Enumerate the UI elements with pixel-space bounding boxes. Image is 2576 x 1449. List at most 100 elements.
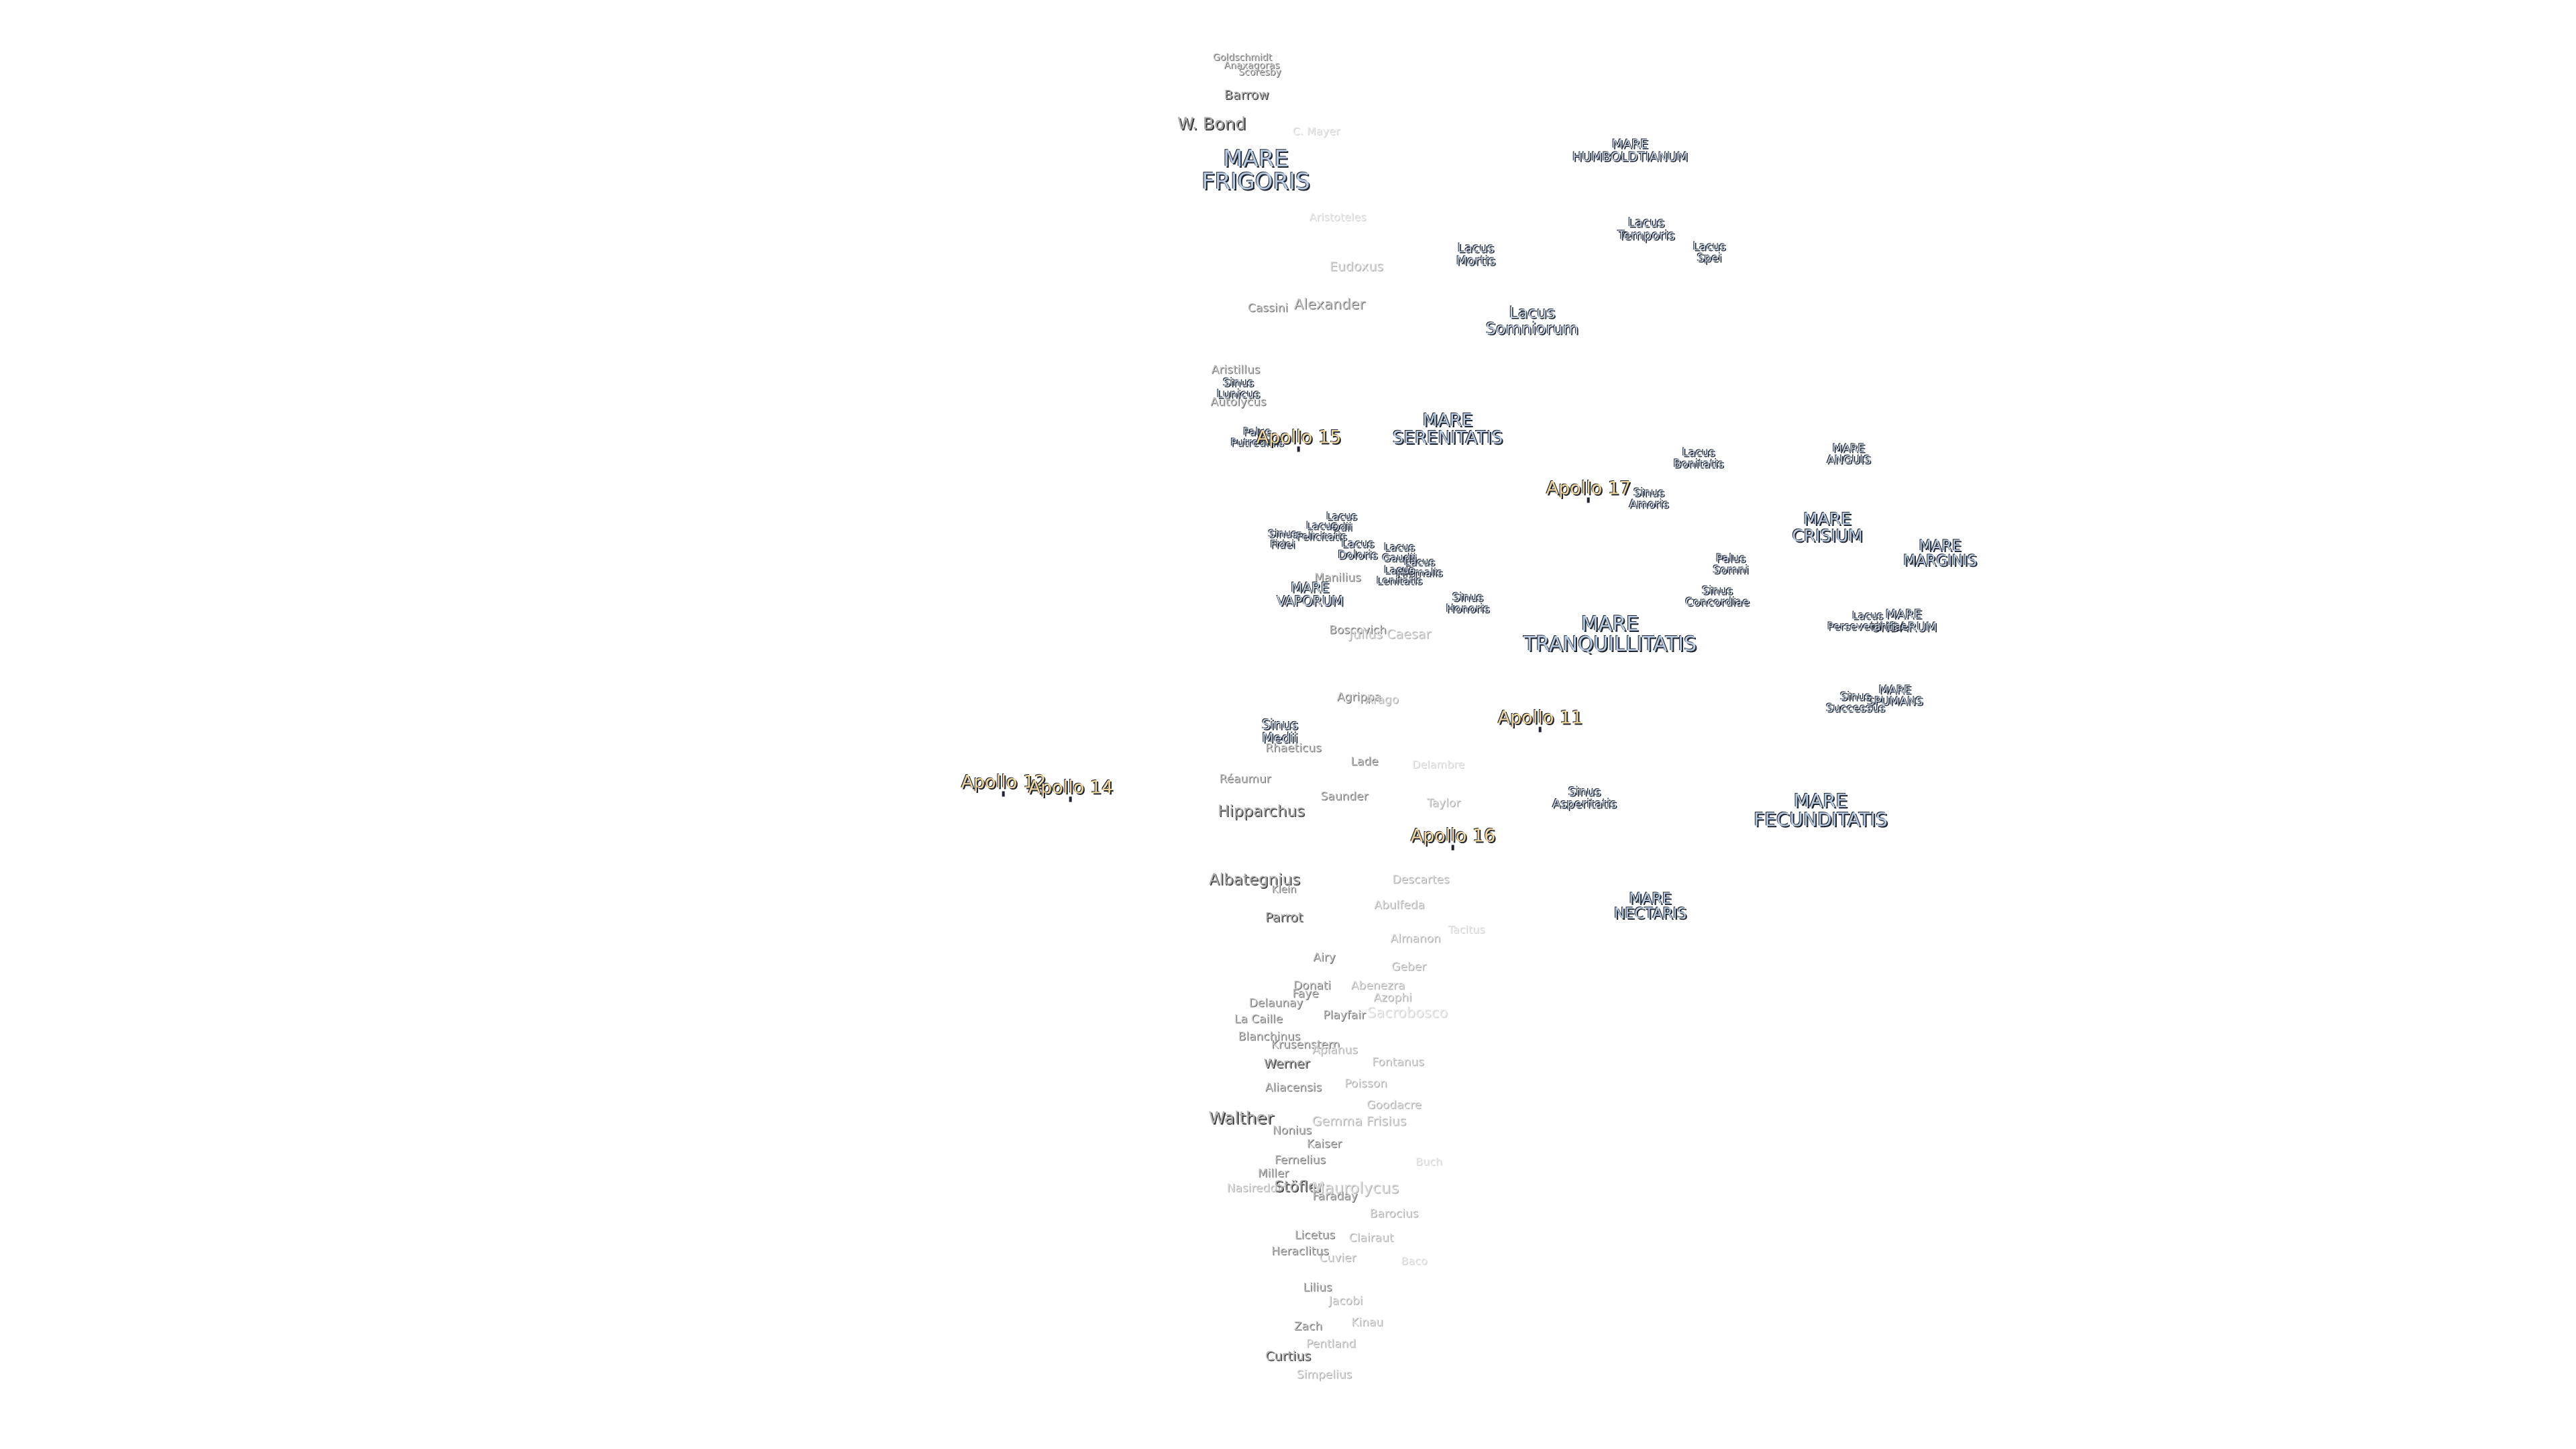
crater-label: Buch <box>1415 1155 1443 1168</box>
crater-label: Lade <box>1350 755 1379 769</box>
crater-label: Poisson <box>1344 1077 1387 1091</box>
apollo-landing-site[interactable]: Apollo 12 <box>961 773 1046 797</box>
crater-label: Werner <box>1263 1056 1310 1071</box>
crater-label: Rhaeticus <box>1265 741 1322 755</box>
apollo-landing-site[interactable]: Apollo 17 <box>1546 480 1631 503</box>
crater-label: Kinau <box>1351 1316 1383 1330</box>
crater-label: Nasireddin <box>1226 1181 1288 1195</box>
landing-pin-icon <box>1587 497 1590 503</box>
landing-pin-icon <box>1539 727 1542 733</box>
crater-label: La Caille <box>1234 1012 1283 1026</box>
crater-label: C. Mayer <box>1292 125 1340 138</box>
landing-pin-icon <box>1069 796 1072 802</box>
landing-pin-icon <box>1002 791 1005 797</box>
crater-label: Albategnius <box>1208 871 1301 889</box>
crater-label: Azophi <box>1373 991 1412 1005</box>
apollo-landing-site[interactable]: Apollo 11 <box>1498 709 1582 733</box>
landing-pin-icon <box>1452 845 1454 851</box>
crater-label: Taylor <box>1426 796 1461 810</box>
crater-label: Goldschmidt <box>1213 52 1272 63</box>
crater-label: Airy <box>1313 951 1336 965</box>
crater-label: Jacobi <box>1328 1294 1363 1308</box>
crater-label: Stöfler <box>1274 1179 1324 1195</box>
crater-label: Lilius <box>1303 1281 1332 1295</box>
crater-label: Zach <box>1293 1320 1323 1334</box>
crater-label: Baco <box>1401 1254 1428 1267</box>
crater-label: Nonius <box>1272 1124 1312 1138</box>
crater-label: Simpelius <box>1296 1368 1352 1382</box>
crater-label: Barrow <box>1224 87 1269 103</box>
crater-label: Curtius <box>1265 1348 1311 1364</box>
apollo-landing-site[interactable]: Apollo 14 <box>1028 779 1113 802</box>
crater-label: Cassini <box>1247 301 1289 315</box>
crater-label: Tacitus <box>1448 923 1485 936</box>
crater-label: Autolycus <box>1210 395 1267 409</box>
crater-label: Pentland <box>1305 1337 1356 1351</box>
crater-label: Kaiser <box>1306 1137 1342 1151</box>
crater-label: Abenezra <box>1350 979 1405 993</box>
crater-label: Clairaut <box>1348 1231 1394 1245</box>
crater-label: Barocius <box>1369 1207 1419 1221</box>
crater-label: Miller <box>1257 1167 1289 1181</box>
apollo-landing-site[interactable]: Apollo 15 <box>1256 429 1341 452</box>
crater-label: Boscovich <box>1329 623 1387 637</box>
crater-label: Almanon <box>1390 932 1441 946</box>
crater-label: Alexander <box>1293 296 1366 313</box>
crater-label: Heraclitus <box>1271 1244 1329 1258</box>
apollo-landing-site[interactable]: Apollo 16 <box>1411 827 1495 851</box>
crater-label: Anaxagoras <box>1224 60 1280 71</box>
crater-label: Apianus <box>1312 1043 1358 1057</box>
crater-label: Geber <box>1391 960 1426 974</box>
crater-label: Aristoteles <box>1309 211 1366 223</box>
crater-label: Maurolycus <box>1311 1179 1399 1197</box>
crater-label: W. Bond <box>1177 113 1246 133</box>
crater-label: Donati <box>1293 979 1332 993</box>
crater-label: Gemma Frisius <box>1311 1114 1407 1129</box>
crater-label: Blanchinus <box>1238 1030 1301 1044</box>
crater-label: Sacrobosco <box>1366 1004 1448 1021</box>
crater-label: Walther <box>1208 1108 1274 1128</box>
crater-label: Parrot <box>1265 910 1303 925</box>
crater-label: Delambre <box>1411 758 1465 771</box>
crater-label: Krusenstern <box>1271 1038 1340 1052</box>
crater-label: Scoresby <box>1238 67 1281 78</box>
crater-label: Faye <box>1292 987 1319 1001</box>
crater-label: Manilius <box>1314 571 1361 585</box>
crater-label: Arago <box>1364 693 1399 707</box>
crater-label: Goodacre <box>1366 1098 1421 1112</box>
crater-label: Playfair <box>1323 1008 1366 1022</box>
crater-label: Julius Caesar <box>1348 627 1432 642</box>
crater-label: Delaunay <box>1248 996 1303 1010</box>
crater-label: Descartes <box>1392 873 1450 887</box>
crater-label: Faraday <box>1312 1189 1358 1203</box>
crater-label: Abulfeda <box>1374 898 1425 912</box>
crater-label: Agrippa <box>1336 690 1382 704</box>
